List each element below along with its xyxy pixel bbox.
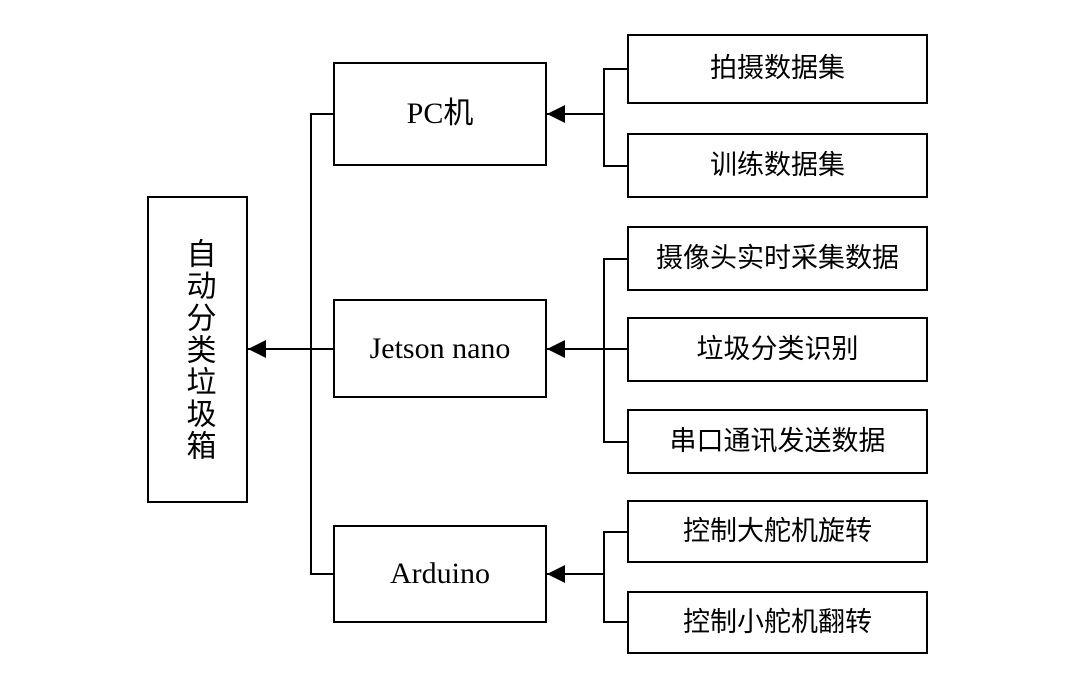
node-capture-dataset[interactable]: 拍摄数据集 — [627, 34, 928, 104]
connector-jetson-bus-to-r4 — [603, 348, 629, 350]
connector-bus-to-jetson — [310, 348, 335, 350]
node-arduino[interactable]: Arduino — [333, 525, 547, 623]
arrowhead-to-arduino-icon — [547, 565, 565, 583]
node-label: 控制大舵机旋转 — [683, 515, 872, 546]
node-serial-send-data[interactable]: 串口通讯发送数据 — [627, 409, 928, 474]
node-label: 摄像头实时采集数据 — [656, 242, 899, 273]
node-auto-sorting-bin[interactable]: 自动分类垃圾箱 — [147, 196, 248, 503]
connector-pc-group-bus — [603, 68, 605, 166]
node-label: Jetson nano — [369, 331, 511, 365]
connector-pc-bus-to-r2 — [603, 165, 629, 167]
connector-bus-to-arduino — [310, 573, 335, 575]
connector-jetson-bus-to-r3 — [603, 258, 629, 260]
connector-arduino-bus-to-r6 — [603, 531, 629, 533]
connector-bus-to-bin — [248, 348, 311, 350]
connector-jetson-group-to-jetson — [547, 348, 604, 350]
connector-arduino-bus-to-r7 — [603, 621, 629, 623]
node-control-large-servo[interactable]: 控制大舵机旋转 — [627, 500, 928, 563]
arrowhead-to-jetson-icon — [547, 340, 565, 358]
connector-pc-group-to-pc — [547, 113, 604, 115]
node-label: 垃圾分类识别 — [696, 333, 859, 364]
node-label: 训练数据集 — [710, 149, 845, 180]
node-label: 串口通讯发送数据 — [669, 425, 886, 456]
arrowhead-to-bin-icon — [248, 340, 266, 358]
connector-middle-bus — [310, 113, 312, 574]
connector-jetson-group-bus — [603, 258, 605, 442]
node-control-small-servo[interactable]: 控制小舵机翻转 — [627, 591, 928, 654]
node-jetson-nano[interactable]: Jetson nano — [333, 299, 547, 398]
node-label: Arduino — [390, 557, 490, 591]
connector-pc-bus-to-r1 — [603, 68, 629, 70]
connector-arduino-group-to-arduino — [547, 573, 604, 575]
node-label: PC机 — [406, 97, 474, 131]
node-label: 自动分类垃圾箱 — [181, 237, 215, 462]
arrowhead-to-pc-icon — [547, 105, 565, 123]
connector-jetson-bus-to-r5 — [603, 441, 629, 443]
connector-arduino-group-bus — [603, 531, 605, 622]
node-camera-realtime-collect[interactable]: 摄像头实时采集数据 — [627, 226, 928, 291]
node-train-dataset[interactable]: 训练数据集 — [627, 133, 928, 198]
connector-bus-to-pc — [310, 113, 335, 115]
node-label: 控制小舵机翻转 — [683, 606, 872, 637]
node-pc[interactable]: PC机 — [333, 62, 547, 166]
node-label: 拍摄数据集 — [710, 53, 845, 84]
node-garbage-classification[interactable]: 垃圾分类识别 — [627, 317, 928, 382]
